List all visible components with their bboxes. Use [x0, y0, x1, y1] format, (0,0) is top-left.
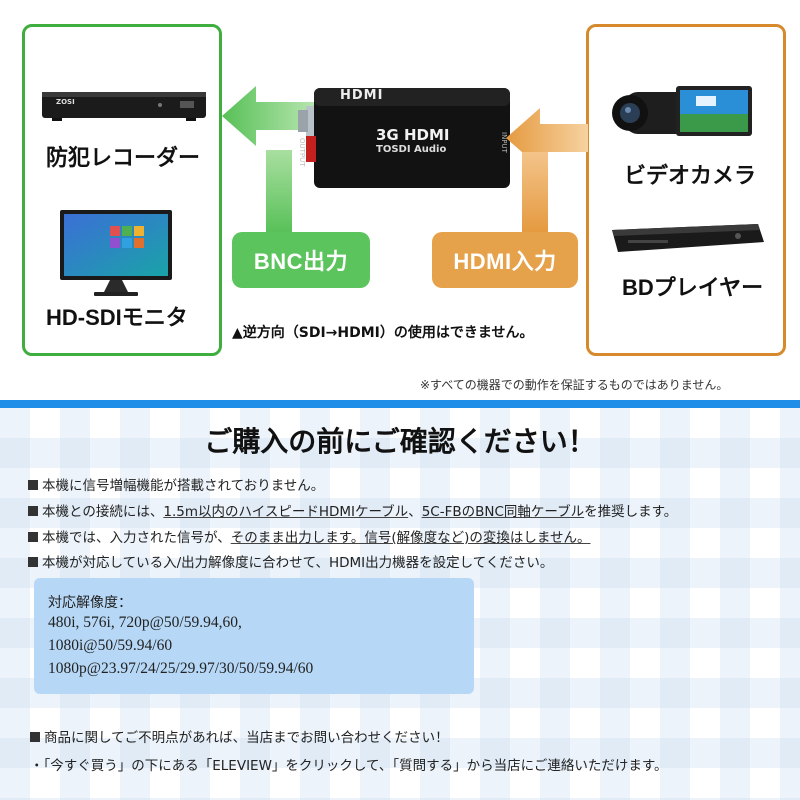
security-recorder-image [42, 92, 206, 121]
hdmi-input-badge: HDMI入力 [432, 232, 578, 288]
output-arrow [222, 86, 316, 234]
bullet-square-icon [28, 506, 38, 516]
bullet-square-icon [28, 532, 38, 542]
input-devices-panel [586, 24, 786, 356]
reverse-direction-note: ▲逆方向（SDI→HDMI）の使用はできません。 [232, 325, 534, 341]
input-arrow [506, 108, 588, 232]
notice-bullet-4: 本機が対応している入/出力解像度に合わせて、HDMI出力機器を設定してください。 [28, 551, 553, 571]
resolution-line-3: 1080p@23.97/24/25/29.97/30/50/59.94/60 [48, 660, 314, 677]
bullet-square-icon [28, 480, 38, 490]
converter-logo: HDMI [340, 88, 384, 103]
monitor-image [60, 210, 172, 296]
resolution-title: 対応解像度： [48, 595, 132, 611]
connection-diagram: ZOSI 防犯レコーダー HD-SDIモニタ ビデオカメラ [22, 24, 786, 392]
output-devices-panel [22, 24, 222, 356]
contact-note: 商品に関してご不明点があれば、当店までお問い合わせください！ [30, 726, 449, 746]
warranty-note: ※すべての機器での動作を保証するものではありません。 [420, 378, 729, 392]
section-divider [0, 400, 800, 408]
contact-instructions: ・「今すぐ買う」の下にある「ELEVIEW」をクリックして、「質問する」から当店… [30, 758, 668, 774]
video-camera-image [612, 86, 752, 136]
bullet-square-icon [28, 557, 38, 567]
device-label-camera: ビデオカメラ [624, 163, 757, 188]
bullet-square-icon [30, 732, 40, 742]
resolution-line-1: 480i, 576i, 720p@50/59.94,60, [48, 614, 242, 631]
bnc-output-badge: BNC出力 [232, 232, 370, 288]
notice-headline: ご購入の前にご確認ください！ [204, 426, 596, 457]
notice-bullet-3: 本機では、入力された信号が、そのまま出力します。信号(解像度など)の変換はしませ… [28, 526, 591, 546]
resolution-box [34, 578, 474, 694]
device-label-recorder: 防犯レコーダー [46, 145, 201, 170]
device-label-monitor: HD-SDIモニタ [46, 305, 188, 330]
bd-player-image [612, 224, 764, 252]
resolution-line-2: 1080i@50/59.94/60 [48, 637, 173, 654]
recorder-brand: ZOSI [56, 98, 75, 106]
device-label-bd-player: BDプレイヤー [622, 275, 764, 300]
converter-output-label: OUTPUT [298, 138, 306, 167]
sdi-converter-image [298, 88, 510, 188]
converter-model-1: 3G HDMI [376, 126, 450, 144]
notice-bullet-1: 本機に信号増幅機能が搭載されておりません。 [28, 474, 324, 494]
notice-bullet-2: 本機との接続には、1.5m以内のハイスピードHDMIケーブル、5C-FBのBNC… [28, 500, 677, 520]
converter-model-2: TOSDI Audio [376, 144, 447, 155]
